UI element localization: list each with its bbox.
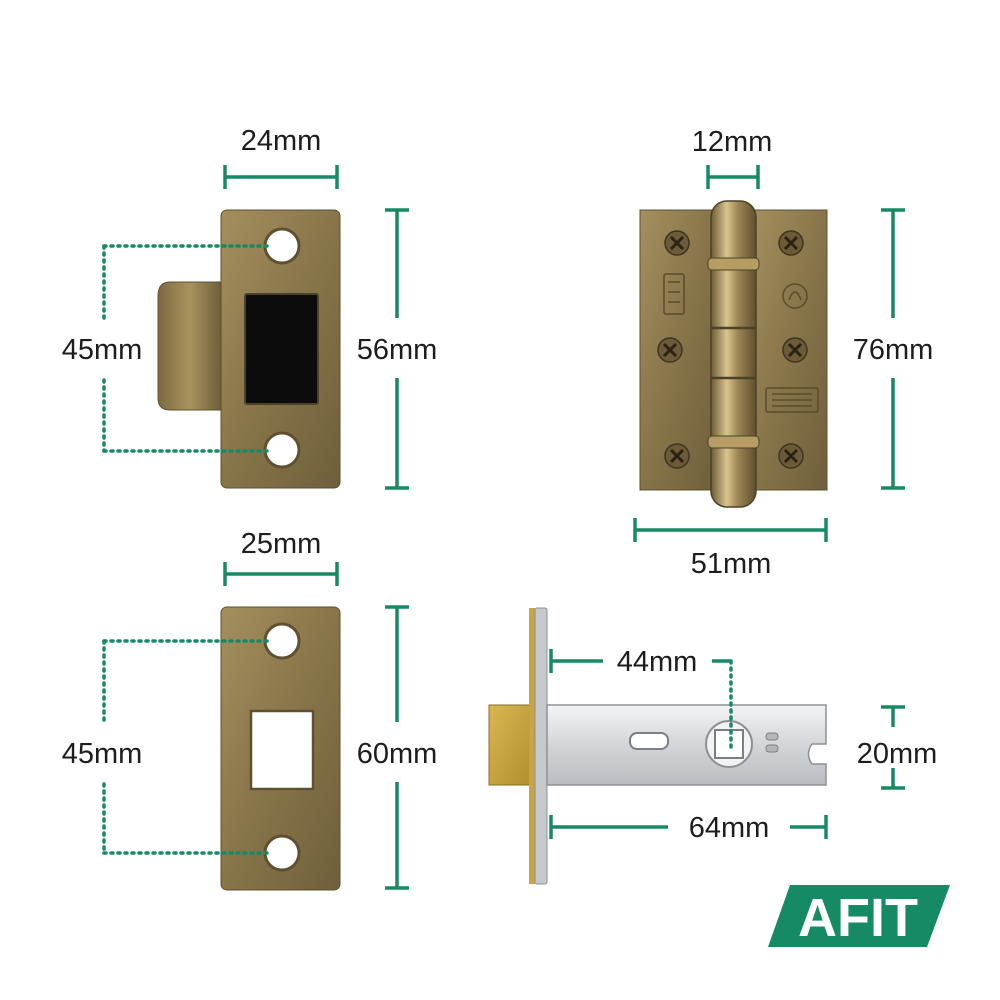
tubular-latch-case bbox=[546, 704, 827, 786]
latch-keep-width-dimension: 24mm bbox=[223, 125, 339, 189]
tubular-latch-backset-dimension: 44mm bbox=[549, 646, 733, 750]
latch-keep-screw-hole-top bbox=[263, 227, 301, 265]
tubular-latch-case-height-label: 20mm bbox=[857, 738, 938, 770]
striker-plate-hole-spacing-dimension: 45mm bbox=[62, 639, 272, 855]
tubular-latch-forend bbox=[534, 607, 548, 885]
tubular-latch-forend-edge bbox=[529, 608, 535, 884]
latch-keep-lip bbox=[157, 281, 223, 411]
hinge-height-label: 76mm bbox=[853, 334, 934, 366]
hinge-washer-bottom bbox=[707, 435, 760, 449]
hinge-width-dimension: 51mm bbox=[633, 518, 828, 580]
hinge bbox=[639, 200, 828, 508]
tubular-latch bbox=[488, 607, 827, 885]
latch-keep-height-label: 56mm bbox=[357, 334, 438, 366]
hinge-stamp-marks bbox=[663, 273, 819, 413]
tubular-latch-case-length-label: 64mm bbox=[689, 812, 770, 844]
striker-plate-opening bbox=[249, 709, 315, 791]
striker-plate-screw-hole-bottom bbox=[263, 834, 301, 872]
striker-plate bbox=[220, 606, 341, 891]
afit-logo: AFIT bbox=[768, 885, 950, 948]
tubular-latch-rivet-icon bbox=[765, 732, 779, 753]
tubular-latch-backset-label: 44mm bbox=[617, 646, 698, 678]
tubular-latch-spindle-square bbox=[714, 729, 744, 759]
latch-keep-hole-spacing-dimension: 45mm bbox=[62, 244, 272, 453]
hinge-washer-top bbox=[707, 257, 760, 271]
striker-plate-hole-spacing-label: 45mm bbox=[62, 738, 143, 770]
latch-keep-hole-spacing-label: 45mm bbox=[62, 334, 143, 366]
afit-logo-text: AFIT bbox=[798, 888, 918, 948]
afit-logo-badge bbox=[768, 885, 950, 947]
latch-keep-screw-hole-bottom bbox=[263, 431, 301, 469]
hinge-knuckle-label: 12mm bbox=[692, 126, 773, 158]
hinge-screw-icon bbox=[657, 230, 808, 469]
hinge-knuckle-dimension: 12mm bbox=[692, 126, 773, 189]
hinge-height-dimension: 76mm bbox=[853, 208, 934, 490]
tubular-latch-case-length-dimension: 64mm bbox=[549, 812, 828, 844]
tubular-latch-slot bbox=[629, 732, 669, 750]
latch-keep-width-label: 24mm bbox=[241, 125, 322, 157]
latch-keep-opening bbox=[244, 293, 319, 405]
latch-keep bbox=[157, 209, 341, 489]
tubular-latch-bolt bbox=[488, 704, 532, 786]
hinge-knuckle bbox=[710, 200, 757, 508]
hinge-width-label: 51mm bbox=[691, 548, 772, 580]
striker-plate-width-label: 25mm bbox=[241, 528, 322, 560]
striker-plate-screw-hole-top bbox=[263, 622, 301, 660]
tubular-latch-case-height-dimension: 20mm bbox=[857, 705, 938, 790]
latch-keep-height-dimension: 56mm bbox=[357, 208, 438, 490]
striker-plate-height-dimension: 60mm bbox=[357, 605, 438, 890]
striker-plate-height-label: 60mm bbox=[357, 738, 438, 770]
striker-plate-width-dimension: 25mm bbox=[223, 528, 339, 586]
